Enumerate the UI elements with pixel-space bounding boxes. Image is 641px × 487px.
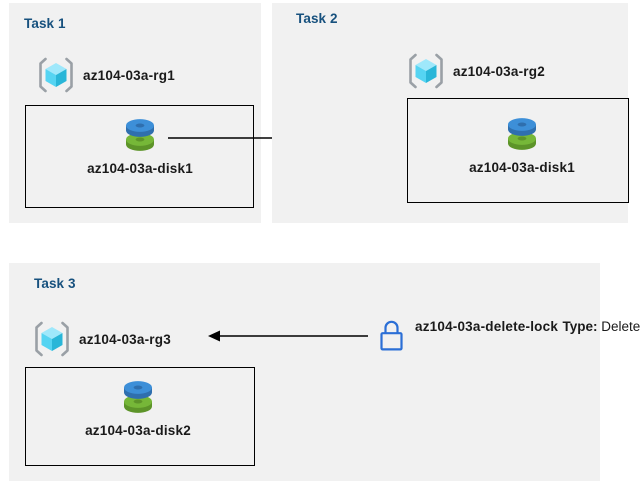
lock-name: az104-03a-delete-lock — [415, 319, 559, 334]
managed-disk-icon — [68, 375, 208, 419]
resource-group-cube-icon — [32, 320, 72, 358]
lock-text-group: az104-03a-delete-lock Type: Delete — [415, 318, 640, 336]
lock-type-line: Type: Delete — [562, 319, 640, 334]
resource-az104-03a-disk1-task1: az104-03a-disk1 — [70, 113, 210, 176]
resource-label: az104-03a-disk1 — [469, 160, 575, 175]
resource-lock-az104-03a-delete-lock: az104-03a-delete-lock Type: Delete — [377, 318, 640, 352]
resource-box-task-3 — [25, 367, 255, 466]
managed-disk-icon — [452, 112, 592, 156]
resource-group-az104-03a-rg1: az104-03a-rg1 — [36, 56, 175, 94]
connector-lock-to-resource-group-arrow — [208, 330, 368, 342]
lock-type-value: Delete — [601, 319, 641, 334]
panel-task-1 — [9, 3, 261, 223]
padlock-icon — [377, 318, 406, 352]
lock-type-key: Type: — [562, 319, 598, 334]
panel-task-2 — [272, 3, 628, 223]
resource-group-cube-icon — [36, 56, 76, 94]
resource-label: az104-03a-disk1 — [87, 161, 193, 176]
panel-title-task-1: Task 1 — [24, 16, 66, 31]
resource-group-label: az104-03a-rg1 — [83, 67, 175, 83]
resource-group-cube-icon — [406, 52, 446, 90]
resource-group-az104-03a-rg3: az104-03a-rg3 — [32, 320, 171, 358]
resource-box-task-2 — [407, 98, 629, 203]
panel-title-task-2: Task 2 — [296, 11, 338, 26]
managed-disk-icon — [70, 113, 210, 157]
resource-az104-03a-disk1-task2: az104-03a-disk1 — [452, 112, 592, 175]
resource-group-az104-03a-rg2: az104-03a-rg2 — [406, 52, 545, 90]
panel-title-task-3: Task 3 — [34, 276, 76, 291]
resource-label: az104-03a-disk2 — [85, 423, 191, 438]
resource-az104-03a-disk2-task3: az104-03a-disk2 — [68, 375, 208, 438]
panel-task-3 — [9, 263, 600, 481]
resource-group-label: az104-03a-rg2 — [453, 63, 545, 79]
resource-box-task-1 — [25, 105, 254, 208]
resource-group-label: az104-03a-rg3 — [79, 331, 171, 347]
